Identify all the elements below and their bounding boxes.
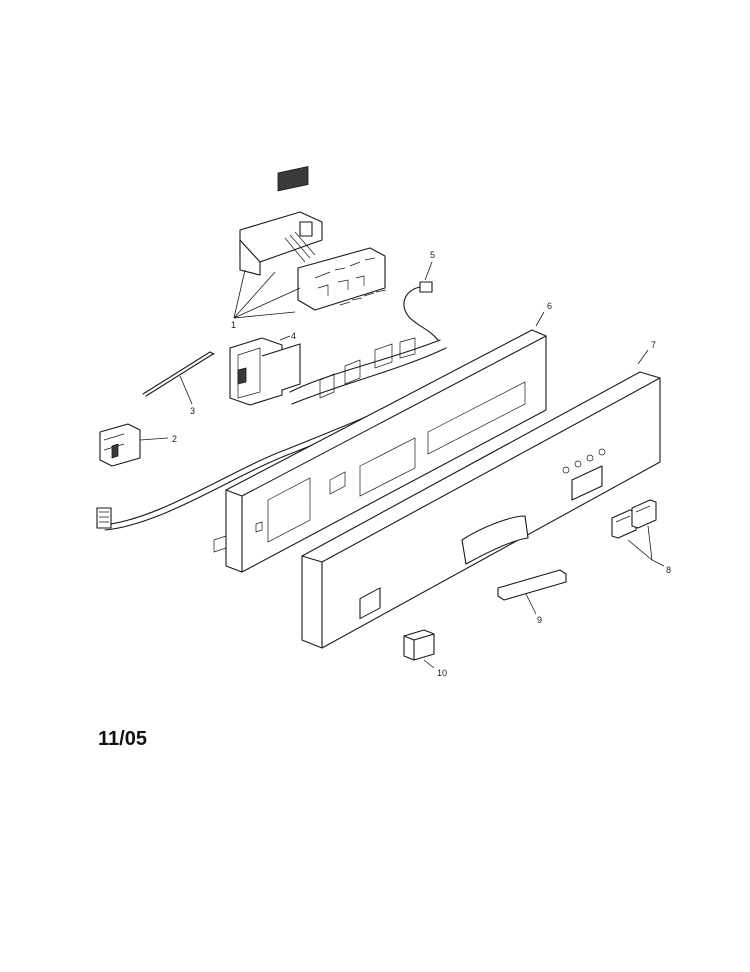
- part-4-latch-assembly: 4: [229, 331, 301, 406]
- part-1-control-board: 1: [231, 166, 387, 330]
- part-2-switch: 2: [99, 423, 177, 467]
- callout-3: 3: [190, 406, 195, 416]
- callout-10: 10: [437, 668, 447, 678]
- part-6-panel-frame: 6: [213, 301, 552, 573]
- callout-1: 1: [231, 320, 236, 330]
- callout-4: 4: [291, 331, 296, 341]
- date-code: 11/05: [98, 728, 147, 750]
- part-5-harness: 5: [403, 250, 439, 341]
- callout-2: 2: [172, 434, 177, 444]
- callout-8: 8: [666, 565, 671, 575]
- part-10-block: 10: [403, 629, 447, 678]
- part-8-buttons: 8: [611, 499, 671, 575]
- part-3-rod: 3: [142, 351, 215, 416]
- part-7-front-panel: 7: [301, 340, 661, 649]
- callout-7: 7: [651, 340, 656, 350]
- callout-5: 5: [430, 250, 435, 260]
- callout-9: 9: [537, 615, 542, 625]
- callout-6: 6: [547, 301, 552, 311]
- part-9-push-bar: 9: [497, 569, 567, 625]
